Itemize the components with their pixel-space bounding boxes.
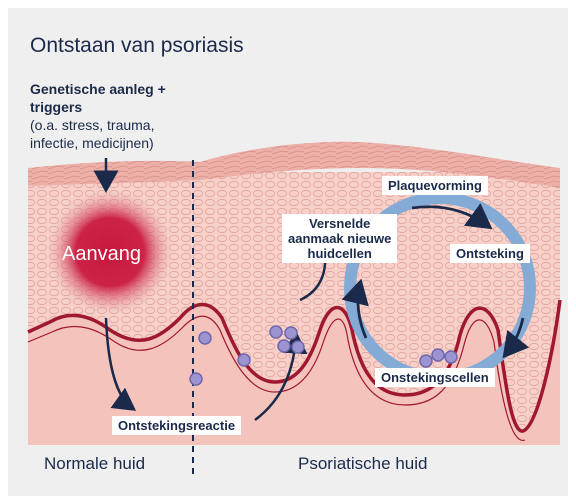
- immune-cell: [292, 341, 304, 353]
- immune-cell: [445, 351, 457, 363]
- immune-cell: [420, 355, 432, 367]
- immune-cell: [190, 373, 202, 385]
- inflammatory-reaction-label: Ontstekingsreactie: [112, 416, 241, 435]
- start-label: Aanvang: [62, 243, 141, 266]
- inflammatory-cells-label: Onstekingscellen: [375, 368, 495, 387]
- diagram-title: Ontstaan van psoriasis: [30, 34, 244, 58]
- immune-cell: [278, 340, 290, 352]
- inflammation-label: Ontsteking: [450, 244, 530, 263]
- accelerated-growth-label: Versnelde aanmaak nieuwe huidcellen: [282, 214, 397, 263]
- accelerated-line2: aanmaak nieuwe: [288, 231, 391, 246]
- immune-cell: [285, 327, 297, 339]
- normal-skin-label: Normale huid: [44, 454, 145, 474]
- immune-cell: [199, 332, 211, 344]
- cause-detail-line1: (o.a. stress, trauma,: [30, 116, 205, 134]
- cause-detail-line2: infectie, medicijnen): [30, 134, 205, 152]
- cause-heading-line2: triggers: [30, 98, 205, 116]
- immune-cell: [238, 354, 250, 366]
- cause-heading-line1: Genetische aanleg +: [30, 80, 205, 98]
- plaque-label: Plaquevorming: [382, 176, 488, 195]
- accelerated-line3: huidcellen: [288, 246, 391, 261]
- cause-block: Genetische aanleg + triggers (o.a. stres…: [30, 80, 205, 152]
- immune-cell: [432, 349, 444, 361]
- psoriatic-skin-label: Psoriatische huid: [298, 454, 427, 474]
- accelerated-line1: Versnelde: [288, 216, 391, 231]
- immune-cell: [270, 326, 282, 338]
